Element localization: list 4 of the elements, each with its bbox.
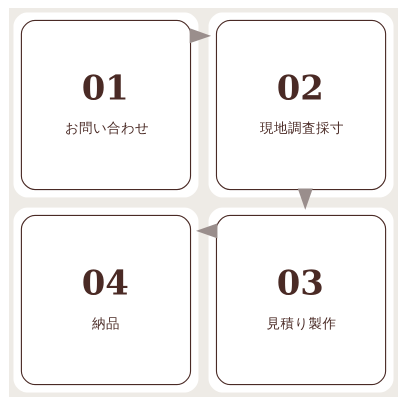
node-box: 04 納品 <box>13 208 198 392</box>
arrow <box>297 188 312 210</box>
arrow <box>196 223 217 238</box>
arrow <box>189 28 211 44</box>
